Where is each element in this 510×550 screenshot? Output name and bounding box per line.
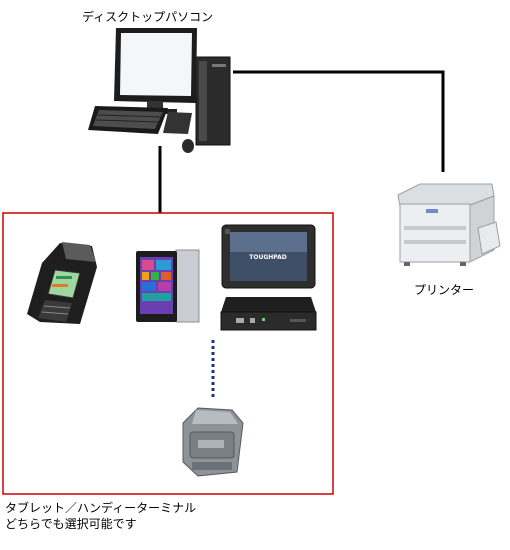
device-group-box [2, 212, 334, 495]
windows-tablet-icon [136, 249, 200, 323]
desktop-pc-icon [88, 28, 231, 153]
devices-caption: タブレット／ハンディーターミナル どちらでも選択可能です [5, 500, 196, 532]
devices-caption-line-1: タブレット／ハンディーターミナル [5, 501, 197, 515]
handy-terminal-icon [27, 242, 97, 324]
docking-station-icon [220, 297, 317, 331]
printer-icon [397, 183, 501, 266]
rugged-tablet-icon: TOUGHPAD [221, 224, 316, 289]
pc-printer-connector [233, 70, 445, 172]
desktop-pc-label: ディスクトップパソコン [82, 10, 214, 24]
devices-caption-line-2: どちらでも選択可能です [5, 517, 137, 531]
printer-label: プリンター [414, 283, 475, 297]
toughpad-logo-text: TOUGHPAD [249, 254, 287, 261]
mobile-printer-icon [182, 407, 244, 477]
